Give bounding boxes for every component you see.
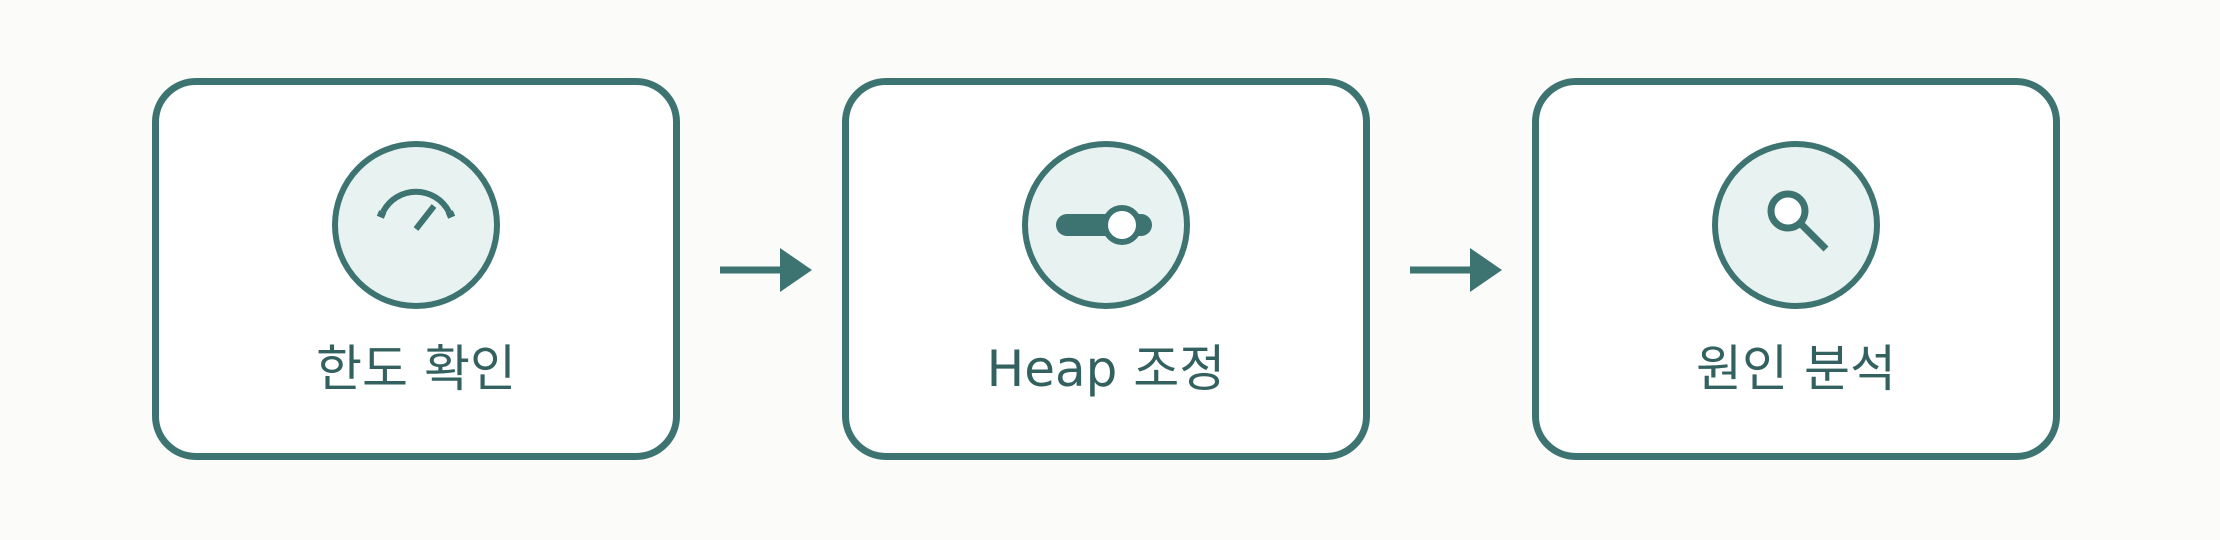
step-label: 원인 분석 (1696, 340, 1896, 398)
step-icon-circle (332, 141, 500, 309)
arrow-right-icon (1410, 248, 1502, 292)
toggle-slider-icon (1056, 205, 1152, 245)
step-card-limit-check: 한도 확인 (152, 78, 680, 460)
arrow-right-icon (720, 248, 812, 292)
step-icon-circle (1712, 141, 1880, 309)
gauge-icon (376, 188, 456, 231)
step-icon-circle (1022, 141, 1190, 309)
step-card-heap-adjust: Heap 조정 (842, 78, 1370, 460)
step-label: 한도 확인 (316, 340, 516, 398)
step-label: Heap 조정 (986, 340, 1226, 398)
step-card-root-cause: 원인 분석 (1532, 78, 2060, 460)
magnifier-icon (1767, 190, 1829, 252)
